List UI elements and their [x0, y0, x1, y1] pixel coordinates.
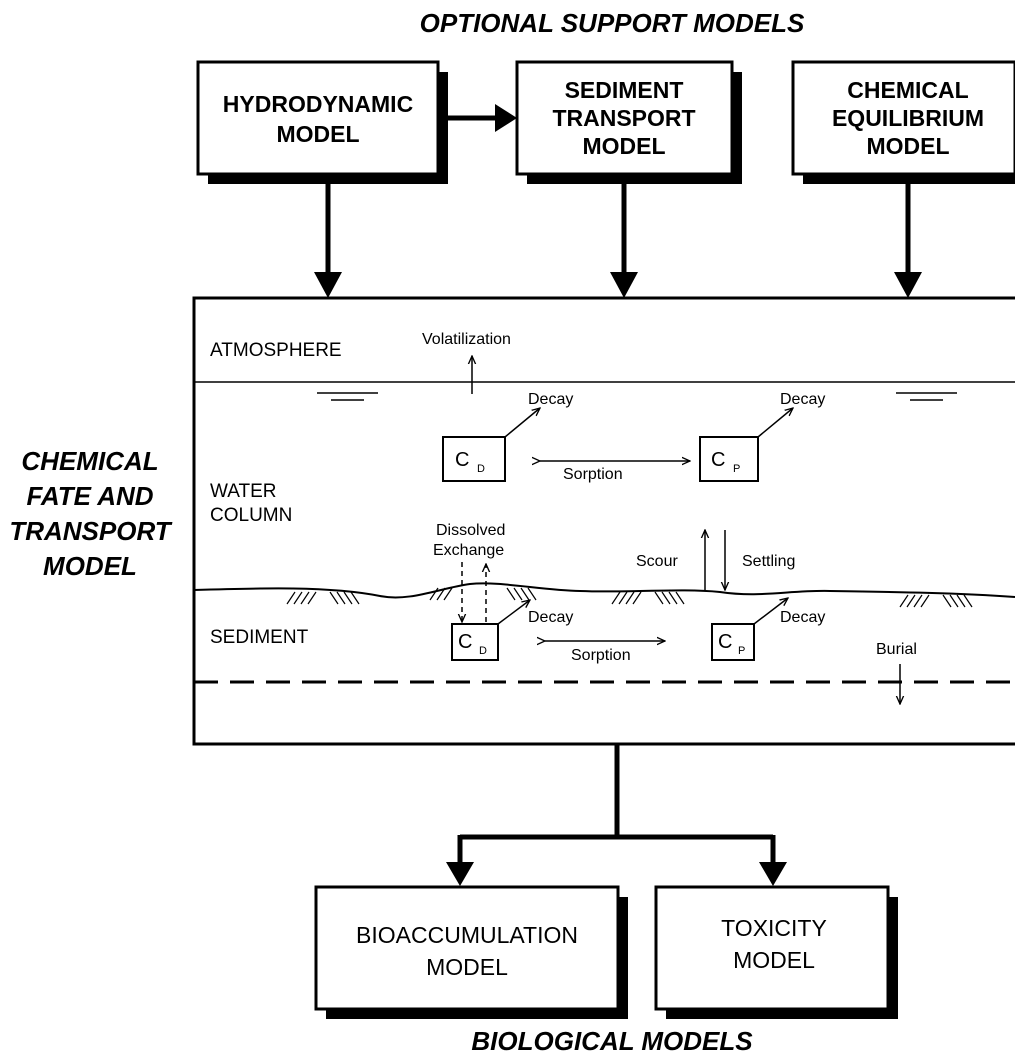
sediment-cd-decay-arrow	[497, 600, 530, 625]
bioaccumulation-model-label-line1: BIOACCUMULATION	[356, 922, 578, 948]
water-surface-symbol-left	[317, 392, 378, 401]
water-cd-subscript: D	[477, 463, 485, 475]
water-dissolved-concentration-box: C D	[442, 436, 506, 482]
sediment-cp-symbol: C	[718, 631, 732, 653]
sediment-cp-decay-arrow	[753, 598, 788, 625]
sediment-cd-decay-label: Decay	[528, 609, 573, 626]
water-column-label-line2: COLUMN	[210, 505, 292, 526]
water-cp-subscript: P	[733, 463, 740, 475]
sediment-cd-symbol: C	[458, 631, 472, 653]
sediment-label: SEDIMENT	[210, 627, 309, 648]
water-cp-decay-label: Decay	[780, 391, 825, 408]
sediment-transport-model-box: SEDIMENT TRANSPORT MODEL	[515, 60, 742, 184]
chemical-equilibrium-model-box: CHEMICAL EQUILIBRIUM MODEL	[791, 60, 1015, 184]
optional-support-models-header: OPTIONAL SUPPORT MODELS	[420, 8, 805, 38]
hydrodynamic-to-sediment-arrow	[448, 104, 517, 132]
hydrodynamic-model-box: HYDRODYNAMIC MODEL	[196, 60, 448, 184]
chemical-equilibrium-down-arrow	[894, 184, 922, 298]
fate-transport-model-box	[192, 296, 1015, 746]
water-sorption-label: Sorption	[563, 466, 623, 483]
left-header-line1: CHEMICAL	[21, 446, 158, 476]
water-cd-decay-label: Decay	[528, 391, 573, 408]
burial-label: Burial	[876, 641, 917, 658]
fate-to-biological-arrows	[446, 744, 787, 886]
sediment-particulate-concentration-box: C P	[711, 623, 755, 661]
volatilization-label: Volatilization	[422, 331, 511, 348]
scour-label: Scour	[636, 553, 678, 570]
water-cp-symbol: C	[711, 449, 725, 471]
sediment-transport-model-label-line1: SEDIMENT	[565, 77, 684, 103]
water-particulate-concentration-box: C P	[699, 436, 759, 482]
sediment-sorption-label: Sorption	[571, 647, 631, 664]
toxicity-model-label-line2: MODEL	[733, 947, 815, 973]
chemical-equilibrium-model-label-line2: EQUILIBRIUM	[832, 105, 984, 131]
water-cd-decay-arrow	[504, 408, 540, 438]
bioaccumulation-model-label-line2: MODEL	[426, 954, 508, 980]
biological-models-header: BIOLOGICAL MODELS	[471, 1026, 753, 1056]
chemical-equilibrium-model-label-line1: CHEMICAL	[847, 77, 968, 103]
atmosphere-label: ATMOSPHERE	[210, 340, 342, 361]
water-column-label-line1: WATER	[210, 481, 277, 502]
chemical-equilibrium-model-label-line3: MODEL	[866, 133, 949, 159]
water-surface-symbol-right	[896, 392, 957, 401]
sediment-cd-subscript: D	[479, 645, 487, 657]
left-header-line3: TRANSPORT	[9, 516, 172, 546]
sediment-cp-decay-label: Decay	[780, 609, 825, 626]
left-header-line4: MODEL	[43, 551, 137, 581]
sediment-dissolved-concentration-box: C D	[451, 623, 499, 661]
hydrodynamic-down-arrow	[314, 184, 342, 298]
hydrodynamic-model-label-line2: MODEL	[276, 121, 359, 147]
dissolved-exchange-label-line2: Exchange	[433, 542, 504, 559]
hydrodynamic-model-label-line1: HYDRODYNAMIC	[223, 91, 413, 117]
left-header-line2: FATE AND	[26, 481, 153, 511]
sediment-water-interface	[193, 582, 1015, 599]
toxicity-model-label-line1: TOXICITY	[721, 915, 827, 941]
sediment-transport-down-arrow	[610, 184, 638, 298]
sediment-bed-hatching	[286, 587, 973, 608]
bioaccumulation-model-box: BIOACCUMULATION MODEL	[314, 885, 628, 1019]
sediment-transport-model-label-line3: MODEL	[582, 133, 665, 159]
water-cp-decay-arrow	[757, 408, 793, 438]
sediment-transport-model-label-line2: TRANSPORT	[552, 105, 695, 131]
sediment-cp-subscript: P	[738, 645, 745, 657]
toxicity-model-box: TOXICITY MODEL	[654, 885, 898, 1019]
water-cd-symbol: C	[455, 449, 469, 471]
dissolved-exchange-label-line1: Dissolved	[436, 522, 505, 539]
settling-label: Settling	[742, 553, 795, 570]
chemical-fate-transport-header: CHEMICAL FATE AND TRANSPORT MODEL	[9, 446, 172, 581]
